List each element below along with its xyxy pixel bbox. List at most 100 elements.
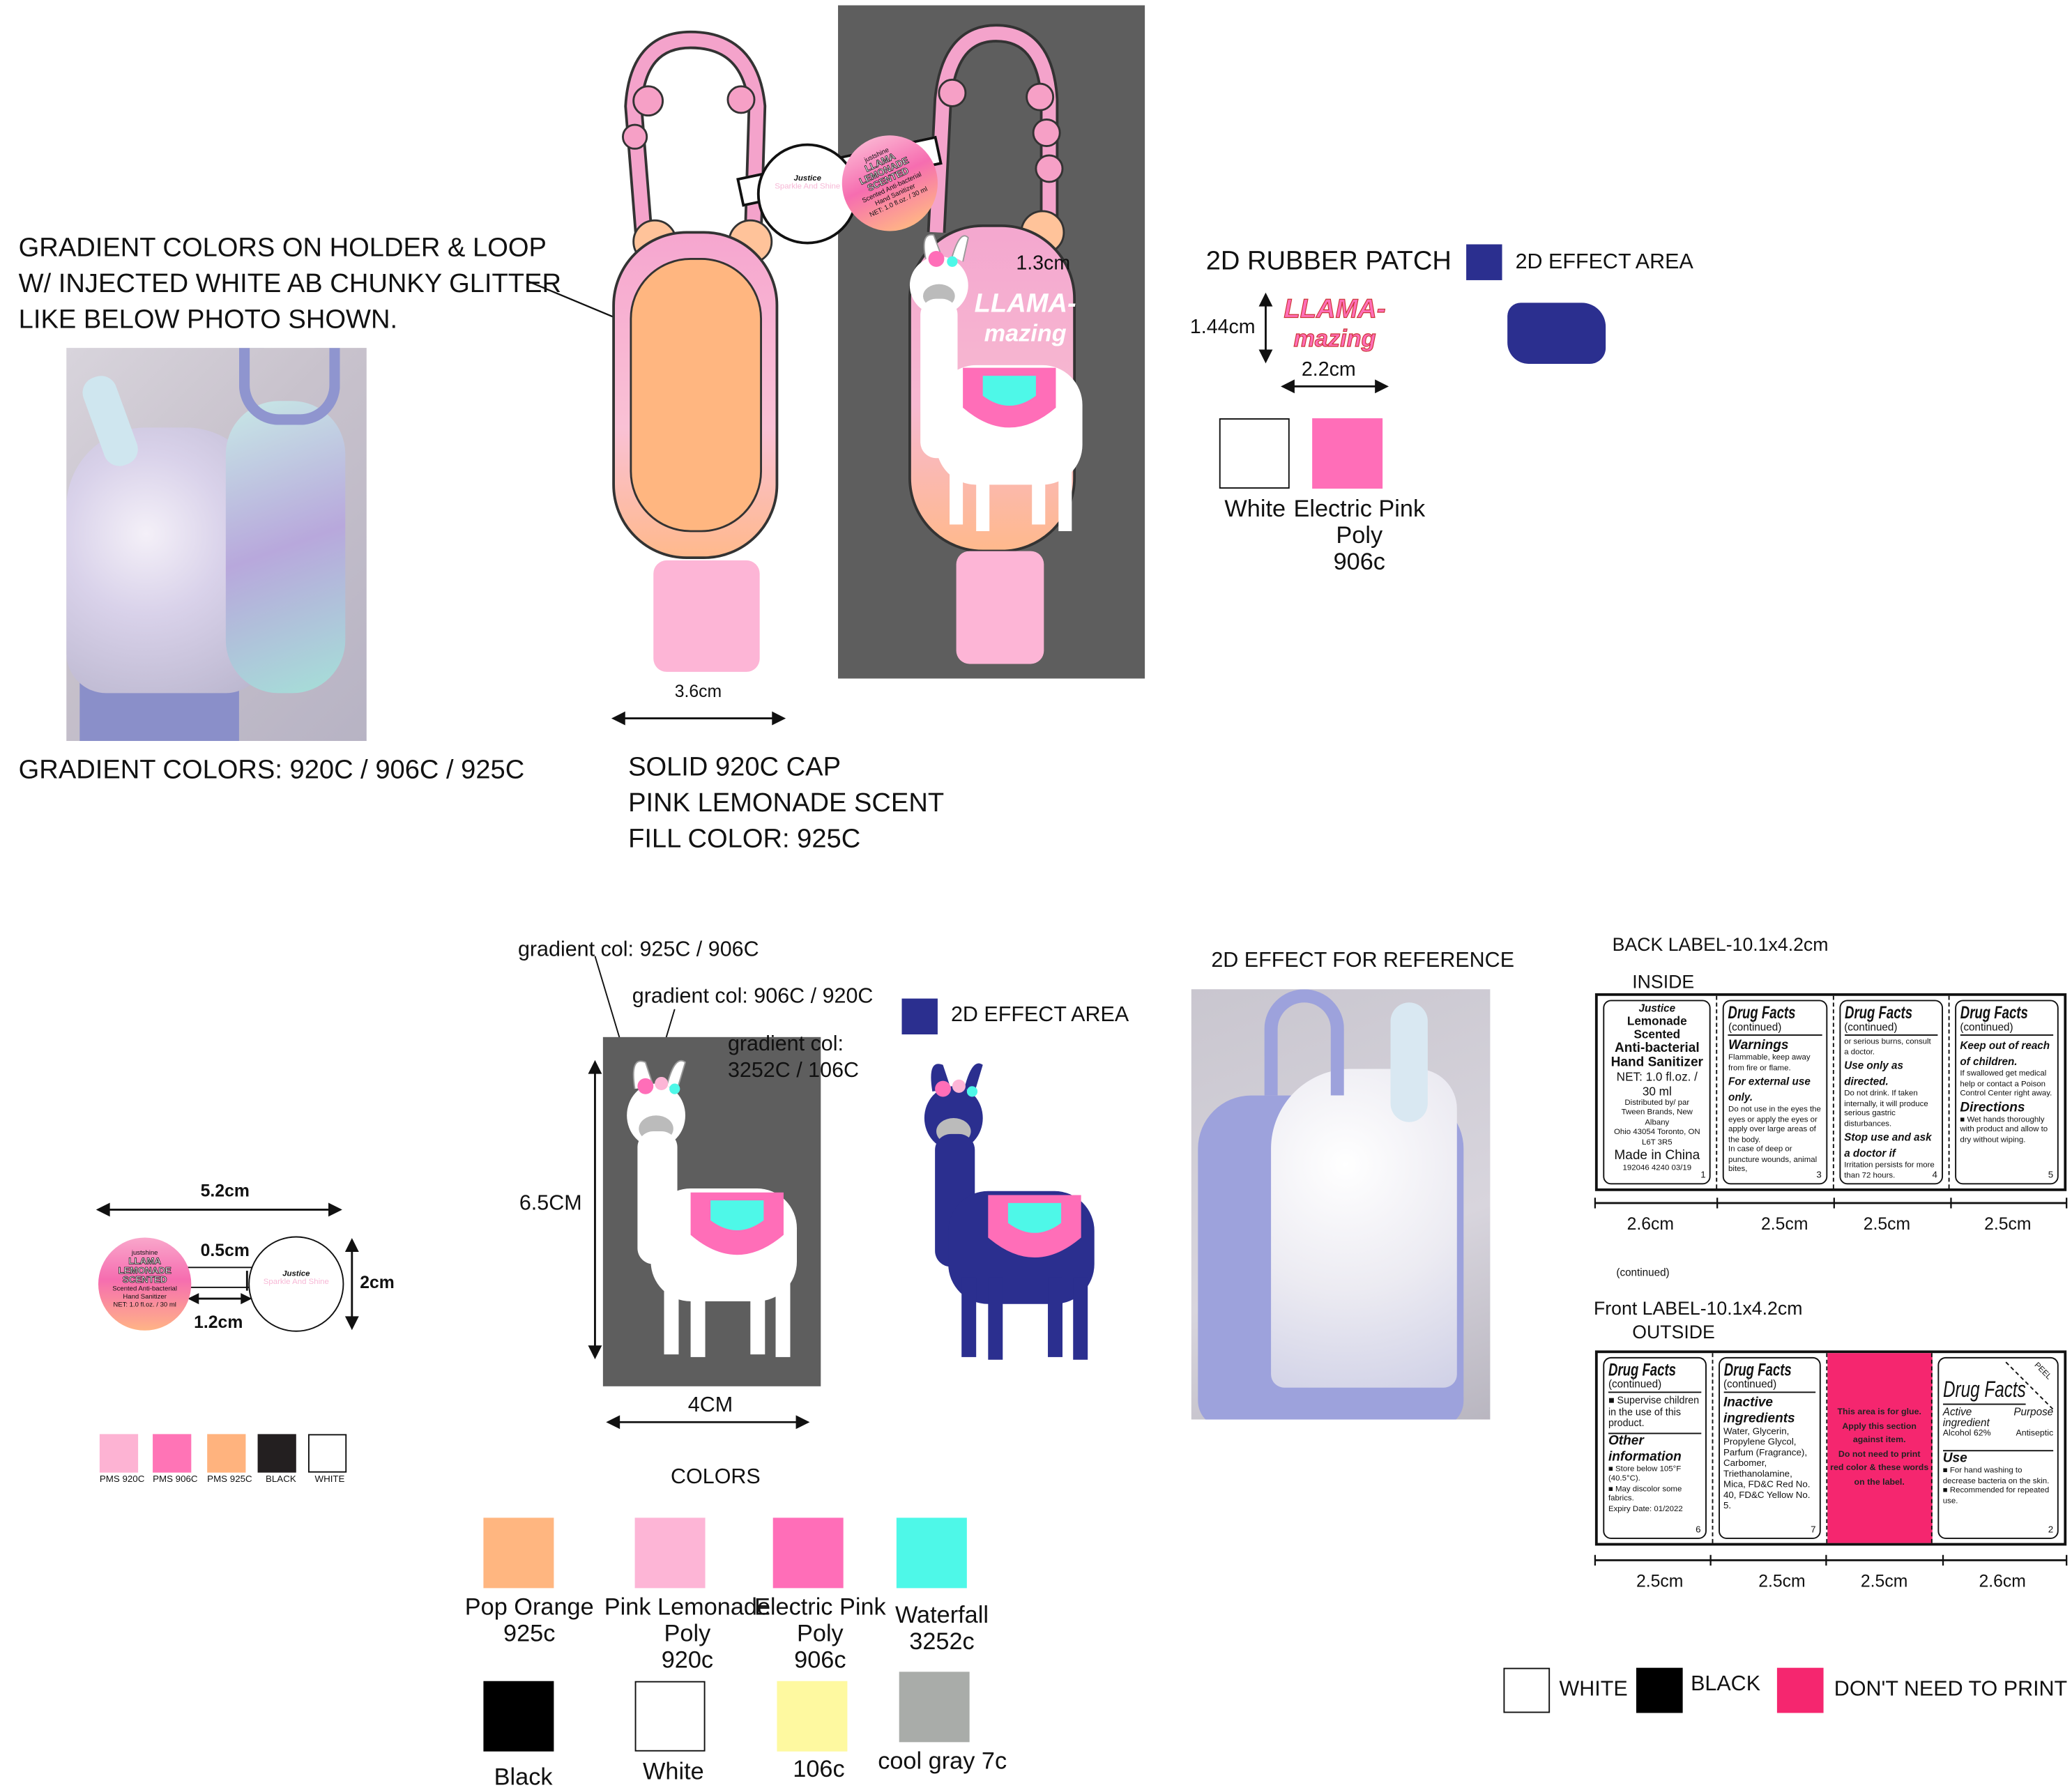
label-panel: Drug Facts (continued) Inactive ingredie… [1713,1353,1828,1543]
front-dim: 2.6cm [1979,1570,2026,1591]
front-label: Drug Facts (continued) ■ Supervise child… [1594,1350,2067,1546]
panel-text: Antiseptic [2016,1428,2054,1439]
panel-number: 7 [1811,1525,1816,1536]
justice-logo: Justice [1638,1002,1676,1015]
front-label-title: Front LABEL-10.1x4.2cm [1594,1297,1803,1319]
legend-swatch-black [1636,1667,1683,1713]
mini-swatch-label: WHITE [314,1475,345,1485]
panel-number: 1 [1700,1171,1706,1181]
glue-text: red color & these words [1830,1463,1929,1473]
tag-sub: Scented Anti-bacterial [112,1285,177,1294]
label-panel: Drug Facts (continued) Warnings Flammabl… [1718,995,1834,1188]
label-panel: Justice Lemonade Scented Anti-bacterial … [1598,995,1718,1188]
panel-heading: Directions [1960,1100,2025,1115]
panel-text: or serious burns, consult a doctor. [1844,1038,1931,1057]
spec-line: SOLID 920C CAP [628,753,841,783]
panel-text: Distributed by/ par [1624,1099,1690,1107]
patch-width-dim: 4CM [687,1394,733,1417]
patch-logo-art: LLAMA- mazing [1283,294,1387,358]
color-label-line: Waterfall [894,1601,989,1628]
panel-text: Water, Glycerin, Propylene Glycol, Parfu… [1723,1427,1811,1511]
panel-text: In case of deep or puncture wounds, anim… [1728,1146,1818,1175]
effect-area-blob [1507,303,1606,364]
patch-swatch-white [1219,418,1290,489]
panel-heading: Drug Facts [1844,1002,1912,1023]
patch-height-dim: 6.5CM [519,1192,582,1216]
tag-back-brand: Justice [793,175,821,183]
tag-title-line: LEMONADE [118,1267,172,1276]
panel-text: ■ Recommended for repeated use. [1942,1487,2050,1506]
color-label-line: 906c [794,1646,846,1674]
swatch-line: Poly [1336,521,1383,549]
color-swatch-black [483,1681,554,1752]
panel-text: (continued) [1608,1379,1701,1393]
panel-number: 3 [1816,1171,1822,1181]
strap-length-dim: 1.2cm [194,1312,243,1332]
panel-heading: For external use only. [1728,1076,1811,1104]
color-label-line: Poly [664,1620,711,1647]
panel-text: NET: 1.0 fl.oz. / 30 ml [1616,1069,1698,1098]
panel-text: 192046 4240 03/19 [1622,1164,1692,1173]
color-swatch-waterfall [896,1517,967,1589]
back-dim: 2.6cm [1627,1214,1675,1234]
panel-number: 5 [2048,1171,2054,1181]
panel-number: 4 [1932,1171,1937,1181]
panel-number: 2 [2048,1525,2054,1536]
color-swatch-pop-orange [483,1517,554,1589]
front-label-side: OUTSIDE [1632,1321,1715,1342]
effect-area-swatch [901,998,938,1034]
label-height-dim: 1.3cm [1016,252,1071,275]
panel-text: ■ Store below 105°F (40.5°C). [1608,1465,1682,1483]
reference-title: 2D EFFECT FOR REFERENCE [1211,949,1515,972]
panel-text: Ohio 43054 Toronto, ON L6T 3R5 [1613,1129,1700,1147]
back-label-side: INSIDE [1632,970,1695,993]
tag-title: LLAMA LEMONADE SCENTED [98,1257,191,1286]
front-dim: 2.5cm [1636,1570,1684,1591]
holder-outline-drawing [612,30,779,672]
color-label-line: Pink Lemonade [604,1593,771,1621]
panel-text: (continued) [1960,1022,2054,1036]
panel-heading: Use only as directed. [1844,1060,1903,1088]
legend-label: WHITE [1559,1678,1628,1701]
front-dim: 2.5cm [1860,1570,1908,1591]
panel-text: If swallowed get medical help or contact… [1960,1070,2052,1099]
mini-swatch-906c [153,1434,192,1473]
color-label: 106c [793,1755,845,1782]
panel-heading: Drug Facts [1960,1002,2028,1023]
effect-area-swatch [1466,244,1502,280]
spec-line: PINK LEMONADE SCENT [628,788,945,818]
panel-heading: Drug Facts [1942,1377,2026,1405]
swatch-line: 906c [1333,548,1385,575]
color-label-line: Poly [797,1620,844,1647]
color-label: Black [494,1763,553,1790]
holder-render-drawing [908,24,1083,664]
mini-swatch-white [307,1434,347,1473]
color-swatch-electric-pink [772,1517,844,1589]
color-label: cool gray 7c [878,1747,1007,1775]
label-art-line: mazing [984,320,1067,347]
tag-title-line: LLAMA [128,1257,161,1267]
glue-area: This area is for glue. Apply this sectio… [1827,1353,1933,1543]
peel-text: PEEL [2032,1361,2052,1382]
panel-heading: Other information [1608,1433,1682,1464]
panel-heading: Keep out of reach of children. [1960,1039,2050,1068]
panel-text: Anti-bacterial [1614,1040,1700,1055]
back-dim: 2.5cm [1863,1214,1911,1234]
spec-line: FILL COLOR: 925C [628,825,861,854]
panel-text: Hand Sanitizer [1610,1055,1703,1070]
mini-swatch-label: PMS 925C [207,1475,252,1485]
panel-text: ■ Wet hands thoroughly with product and … [1960,1116,2048,1145]
tag-back-tagline: Sparkle And Shine [263,1278,329,1287]
tag-title-line: SCENTED [122,1276,167,1286]
llama-white-drawing [627,1060,797,1357]
panel-heading: Drug Facts [1608,1359,1676,1380]
color-swatch-cool-gray [899,1672,970,1743]
color-swatch-white [634,1681,706,1752]
panel-heading: Drug Facts [1723,1359,1791,1380]
mini-swatch-label: PMS 920C [99,1475,145,1485]
callout-line: 3252C / 106C [727,1060,860,1083]
panel-text: Active ingredient [1942,1406,1990,1429]
patch-swatch-label: White [1224,495,1286,522]
